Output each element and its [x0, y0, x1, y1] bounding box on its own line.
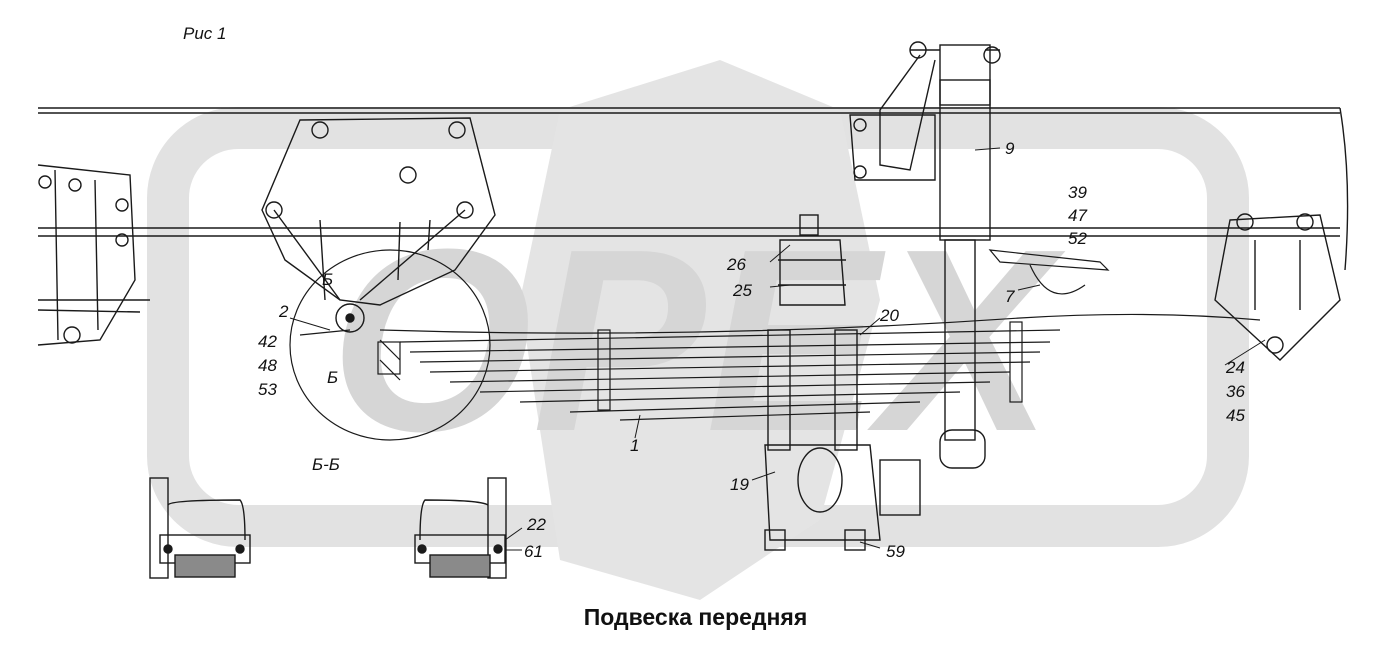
- u-bolts-axle: [764, 329, 921, 551]
- rear-spring-bracket: [37, 164, 150, 346]
- figure-label: Рис 1: [183, 24, 227, 43]
- section-mark-top: Б: [322, 270, 334, 289]
- callout-26: 26: [727, 255, 746, 274]
- callout-59: 59: [886, 542, 905, 561]
- section-view-right: [414, 477, 507, 579]
- callout-52: 52: [1068, 229, 1087, 248]
- callout-36: 36: [1226, 382, 1245, 401]
- stabilizer-link: [988, 249, 1110, 295]
- section-mark-bottom: Б: [327, 368, 339, 387]
- watermark-logo: OPEX: [147, 60, 1249, 600]
- callout-1: 1: [630, 436, 640, 455]
- callout-24: 24: [1226, 358, 1245, 377]
- callout-9: 9: [1005, 139, 1015, 158]
- callout-20: 20: [880, 306, 899, 325]
- frame-rail: [38, 107, 1349, 271]
- callout-47: 47: [1068, 206, 1087, 225]
- drawing-title: Подвеска передняя: [583, 604, 808, 630]
- callout-39: 39: [1068, 183, 1087, 202]
- front-spring-bracket: [261, 117, 496, 333]
- section-circle: [289, 249, 491, 441]
- callout-22: 22: [527, 515, 546, 534]
- callout-45: 45: [1226, 406, 1245, 425]
- section-view-left: [149, 477, 251, 579]
- callout-48: 48: [258, 356, 277, 375]
- rear-right-bracket: [1214, 213, 1341, 361]
- section-label: Б-Б: [312, 455, 340, 474]
- callout-61: 61: [524, 542, 543, 561]
- bump-stop: [778, 214, 846, 306]
- callout-2: 2: [279, 302, 289, 321]
- callout-7: 7: [1005, 287, 1015, 306]
- shock-absorber: [849, 41, 1001, 469]
- callout-19: 19: [730, 475, 749, 494]
- callout-42: 42: [258, 332, 277, 351]
- callout-53: 53: [258, 380, 277, 399]
- leader-lines: [289, 147, 1266, 551]
- callout-25: 25: [733, 281, 752, 300]
- leaf-spring: [379, 313, 1261, 421]
